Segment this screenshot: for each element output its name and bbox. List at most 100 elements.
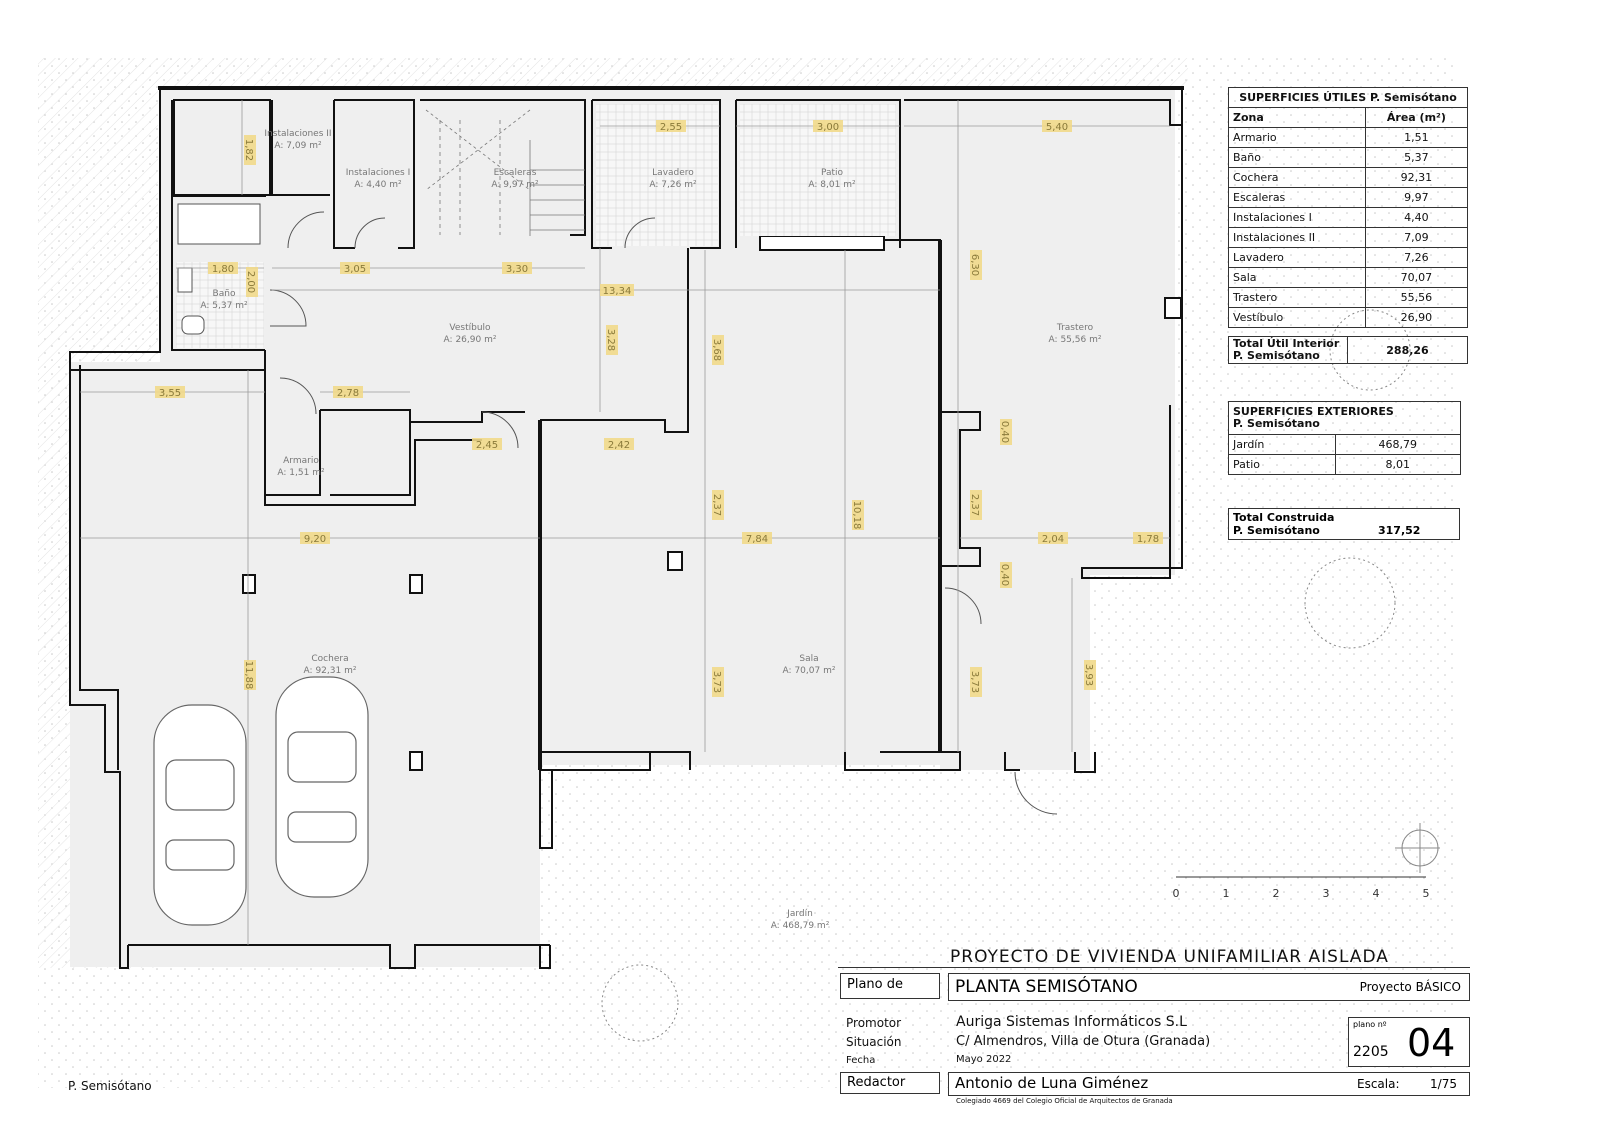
interior-walls bbox=[70, 99, 981, 770]
retaining-hatch bbox=[158, 58, 1188, 86]
zone-cell: Cochera bbox=[1228, 167, 1366, 188]
dim-label: 3,55 bbox=[159, 388, 181, 399]
area-cell: 8,01 bbox=[1334, 454, 1462, 475]
scale-bar-label: 3 bbox=[1323, 887, 1330, 900]
zone-cell: Sala bbox=[1228, 267, 1366, 288]
plano-number: 04 bbox=[1407, 1021, 1456, 1065]
dim-label: 2,78 bbox=[337, 388, 359, 399]
dim-label: 6,30 bbox=[969, 254, 980, 276]
dim-label: 11,88 bbox=[243, 661, 254, 690]
plano-code: 2205 bbox=[1353, 1044, 1389, 1060]
scale-bar-label: 2 bbox=[1273, 887, 1280, 900]
zone-cell: Armario bbox=[1228, 127, 1366, 148]
table-title: SUPERFICIES ÚTILES P. Semisótano bbox=[1228, 87, 1468, 108]
area-cell: 26,90 bbox=[1364, 307, 1469, 328]
redactor-value: Antonio de Luna Giménez bbox=[955, 1074, 1149, 1092]
bath-fixtures bbox=[177, 203, 261, 335]
plano-de-label: Plano de bbox=[840, 973, 940, 999]
scale-bar: 0 1 2 3 4 5 bbox=[1173, 876, 1430, 900]
room-area: A: 70,07 m² bbox=[783, 666, 836, 676]
dim-label: 1,80 bbox=[212, 264, 234, 275]
zone-cell: Jardín bbox=[1228, 434, 1336, 455]
dim-label: 10,18 bbox=[851, 501, 862, 530]
total-useful-label-1: Total Útil Interior bbox=[1233, 337, 1340, 350]
area-cell: 92,31 bbox=[1364, 167, 1469, 188]
area-cell: 7,26 bbox=[1364, 247, 1469, 268]
area-cell: 55,56 bbox=[1364, 287, 1469, 308]
room-name: Jardín bbox=[786, 909, 813, 919]
dim-label: 5,40 bbox=[1046, 122, 1068, 133]
area-cell: 1,51 bbox=[1364, 127, 1469, 148]
built-total-label-2: P. Semisótano bbox=[1233, 524, 1320, 537]
room-name: Armario bbox=[283, 456, 319, 466]
promotor-label: Promotor bbox=[846, 1016, 902, 1030]
dim-label: 2,42 bbox=[608, 440, 630, 451]
zone-cell: Lavadero bbox=[1228, 247, 1366, 268]
room-area: A: 9,97 m² bbox=[491, 180, 539, 190]
area-cell: 4,40 bbox=[1364, 207, 1469, 228]
col-header-area: Área (m²) bbox=[1364, 107, 1469, 128]
fecha-label: Fecha bbox=[846, 1055, 876, 1066]
dim-label: 3,68 bbox=[711, 339, 722, 361]
built-total-label-1: Total Construida bbox=[1233, 511, 1335, 524]
dim-label: 3,05 bbox=[344, 264, 366, 275]
dim-label: 2,55 bbox=[660, 122, 682, 133]
plano-no-label: plano nº bbox=[1353, 1020, 1387, 1029]
dim-label: 0,40 bbox=[999, 421, 1010, 443]
room-name: Baño bbox=[213, 289, 236, 299]
room-area: A: 26,90 m² bbox=[444, 335, 497, 345]
dim-label: 2,04 bbox=[1042, 534, 1064, 545]
zone-cell: Escaleras bbox=[1228, 187, 1366, 208]
dim-label: 3,28 bbox=[605, 329, 616, 351]
built-total-box: Total Construida P. Semisótano 317,52 bbox=[1228, 508, 1460, 540]
useful-surfaces-table: SUPERFICIES ÚTILES P. Semisótano Zona Ár… bbox=[1228, 87, 1469, 328]
dim-label: 2,37 bbox=[969, 494, 980, 516]
room-area: A: 8,01 m² bbox=[808, 180, 856, 190]
plano-name-box: PLANTA SEMISÓTANO Proyecto BÁSICO bbox=[948, 973, 1470, 1001]
door-swings bbox=[269, 211, 1058, 815]
project-title: PROYECTO DE VIVIENDA UNIFAMILIAR AISLADA bbox=[950, 947, 1389, 967]
dimension-labels-vertical: 1,82 2,00 3,28 3,68 2,37 10,18 2,37 0,40… bbox=[243, 135, 1096, 697]
scale-bar-label: 4 bbox=[1373, 887, 1380, 900]
total-useful-label-2: P. Semisótano bbox=[1233, 349, 1320, 362]
project-type: Proyecto BÁSICO bbox=[1359, 980, 1461, 994]
room-area: A: 7,09 m² bbox=[274, 141, 322, 151]
colegiado-note: Colegiado 4669 del Colegio Oficial de Ar… bbox=[956, 1097, 1173, 1105]
exterior-title-1: SUPERFICIES EXTERIORES bbox=[1233, 405, 1394, 418]
scale-bar-label: 0 bbox=[1173, 887, 1180, 900]
room-area: A: 4,40 m² bbox=[354, 180, 402, 190]
room-name: Trastero bbox=[1056, 323, 1094, 333]
dim-label: 3,00 bbox=[817, 122, 839, 133]
plano-number-box: plano nº 2205 04 bbox=[1348, 1017, 1470, 1067]
zone-cell: Vestíbulo bbox=[1228, 307, 1366, 328]
dim-label: 2,45 bbox=[476, 440, 498, 451]
fecha-value: Mayo 2022 bbox=[956, 1054, 1012, 1065]
plano-name: PLANTA SEMISÓTANO bbox=[955, 977, 1138, 997]
room-name: Lavadero bbox=[652, 168, 694, 178]
room-name: Cochera bbox=[311, 654, 348, 664]
area-cell: 9,97 bbox=[1364, 187, 1469, 208]
exterior-title-2: P. Semisótano bbox=[1233, 417, 1320, 430]
room-name: Patio bbox=[821, 168, 844, 178]
built-total-value: 317,52 bbox=[1378, 524, 1421, 537]
zone-cell: Instalaciones I bbox=[1228, 207, 1366, 228]
area-cell: 5,37 bbox=[1364, 147, 1469, 168]
escala-value: 1/75 bbox=[1430, 1077, 1457, 1091]
total-useful-value: 288,26 bbox=[1347, 336, 1468, 364]
dim-label: 13,34 bbox=[603, 286, 632, 297]
zone-cell: Baño bbox=[1228, 147, 1366, 168]
col-header-zone: Zona bbox=[1228, 107, 1366, 128]
cars bbox=[153, 676, 369, 926]
